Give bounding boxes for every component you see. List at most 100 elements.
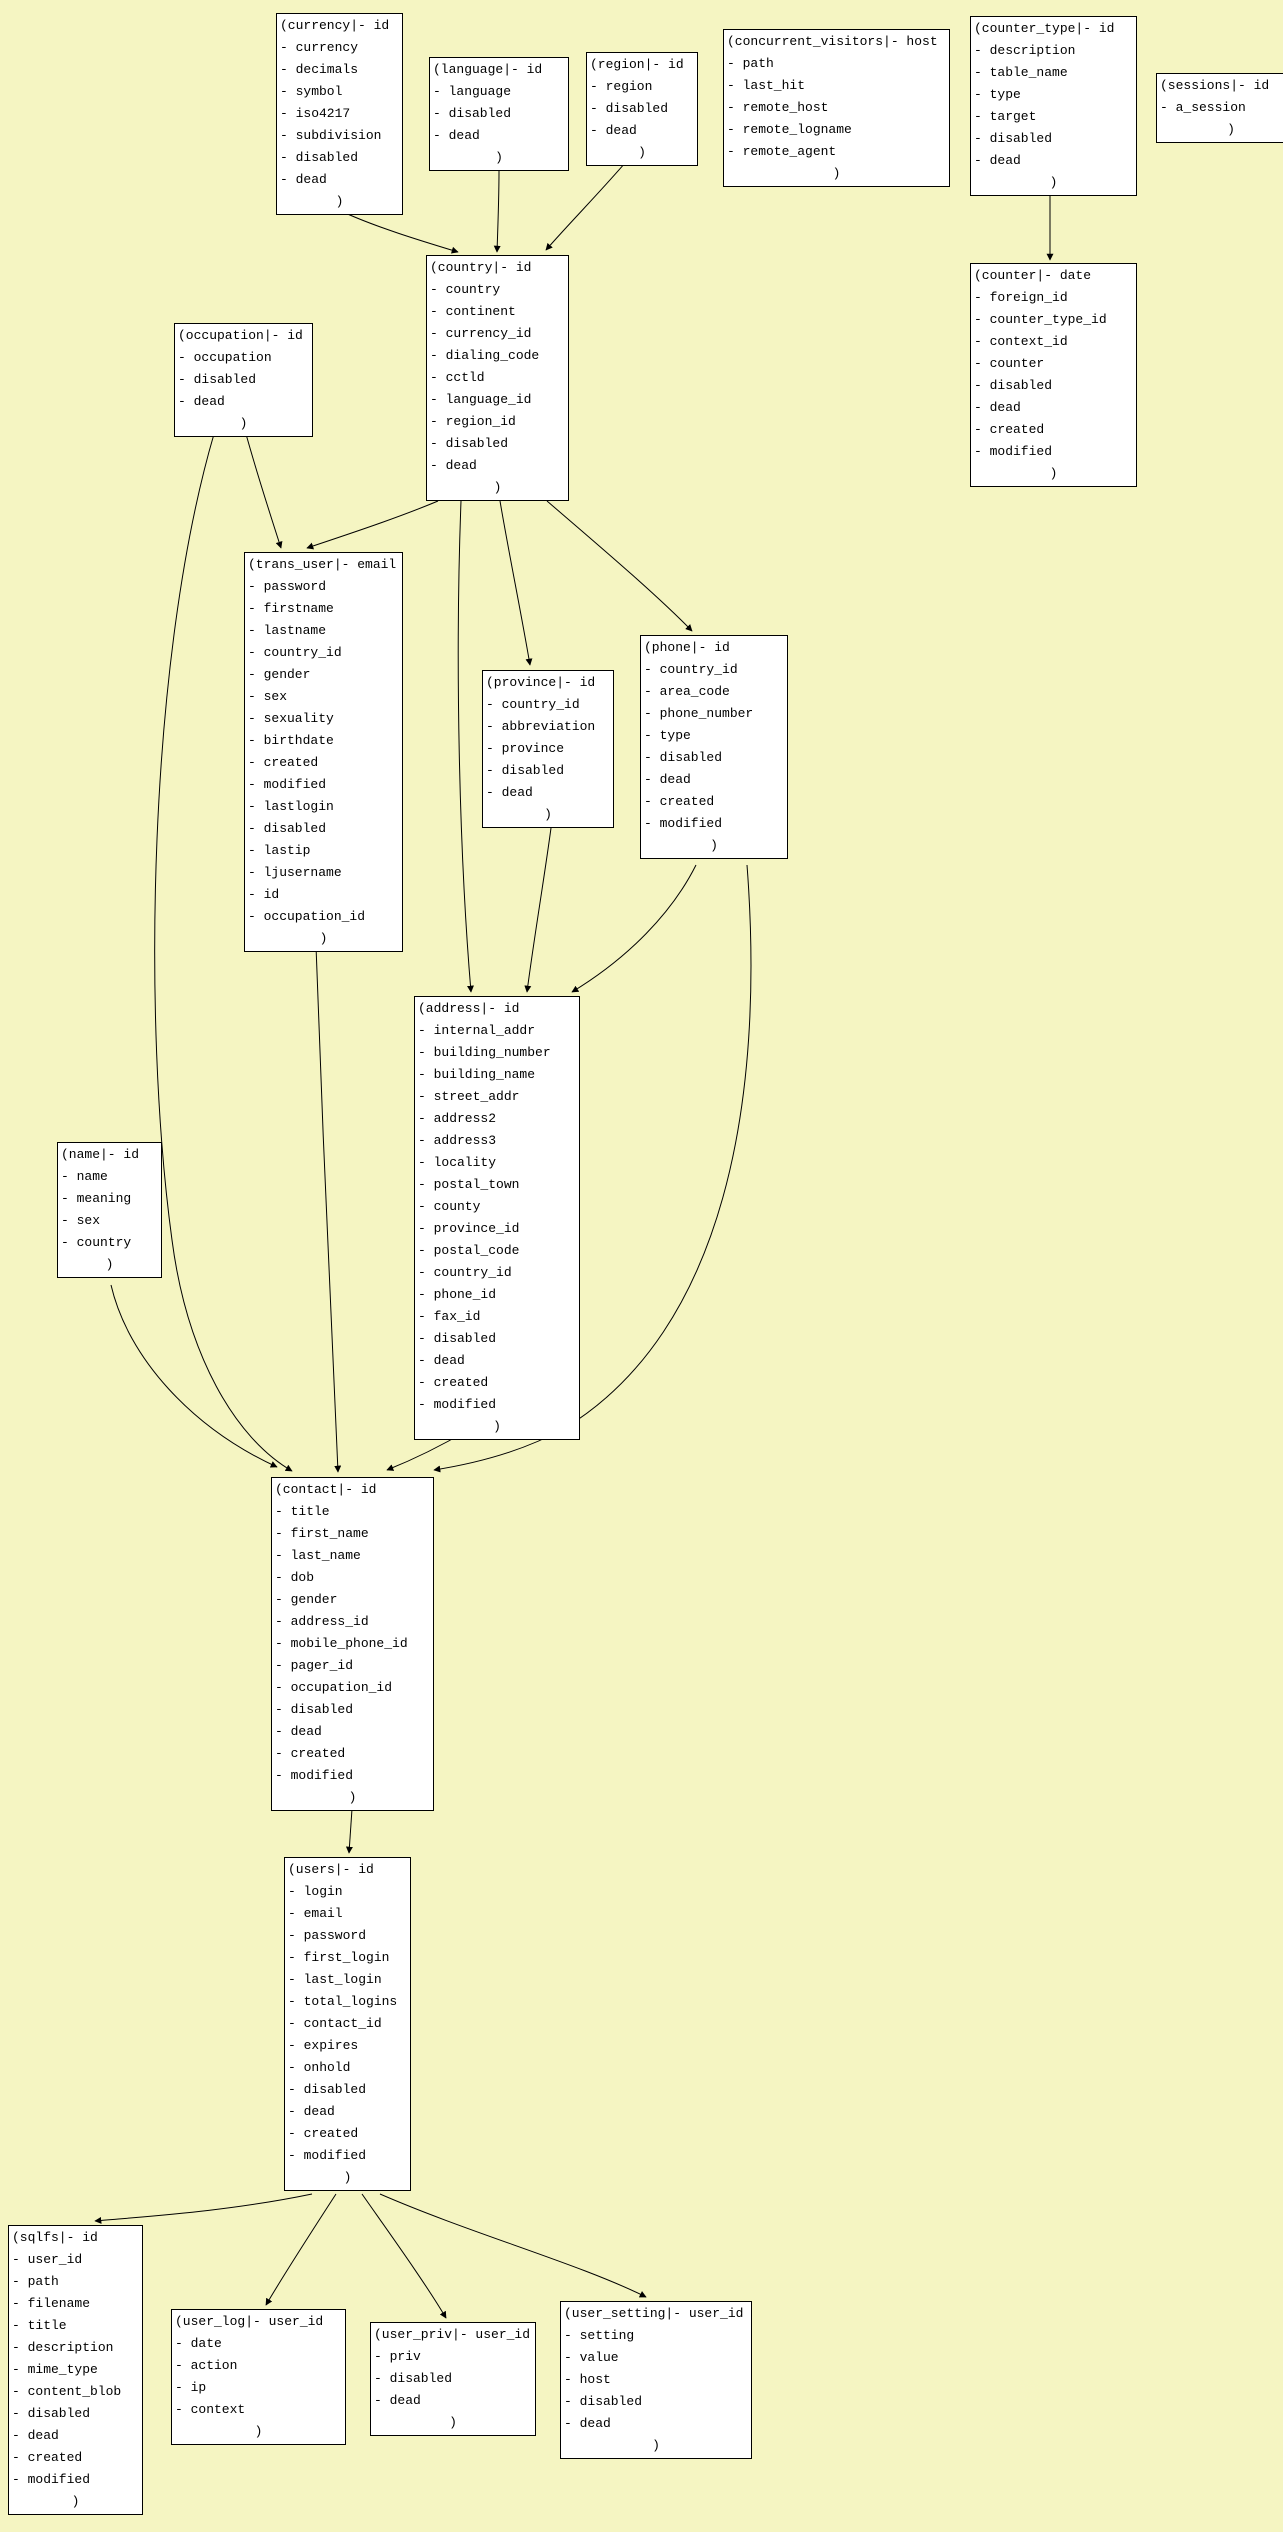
table-field: - internal_addr (418, 1023, 536, 1038)
table-field: - type (974, 87, 1021, 102)
table-close-paren: ) (495, 150, 503, 165)
edge-currency-to-country (340, 210, 459, 254)
table-close-paren: ) (319, 931, 328, 946)
table-field: - path (12, 2274, 59, 2289)
table-close-paren: ) (544, 807, 552, 822)
table-field: - user_id (12, 2252, 83, 2267)
table-field: - county (418, 1199, 481, 1214)
table-close-paren: ) (449, 2415, 457, 2430)
table-field: - disabled (564, 2394, 643, 2409)
table-field: - dead (12, 2428, 59, 2443)
table-field: - dead (974, 400, 1021, 415)
table-field: - province_id (418, 1221, 520, 1236)
table-title-contact: (contact|- id (275, 1482, 377, 1497)
table-field: - dead (280, 172, 327, 187)
table-field: - name (61, 1169, 108, 1184)
table-field: - disabled (280, 150, 359, 165)
table-field: - street_addr (418, 1089, 520, 1104)
edge-occupation-to-contact (154, 433, 293, 1472)
table-field: - id (248, 887, 280, 902)
edge-users-to-user_setting (379, 2193, 647, 2298)
table-title-user_log: (user_log|- user_id (175, 2314, 324, 2329)
table-field: - address3 (418, 1133, 497, 1148)
table-title-name: (name|- id (61, 1147, 140, 1162)
table-field: - area_code (644, 684, 730, 699)
table-field: - country_id (248, 645, 342, 660)
table-title-phone: (phone|- id (644, 640, 730, 655)
table-field: - host (564, 2372, 611, 2387)
table-title-occupation: (occupation|- id (178, 328, 303, 343)
table-field: - dialing_code (430, 348, 540, 363)
edge-trans_user-to-contact (315, 945, 342, 1473)
table-field: - type (644, 728, 691, 743)
table-field: - disabled (418, 1331, 497, 1346)
table-field: - remote_agent (727, 144, 837, 159)
table-field: - symbol (280, 84, 343, 99)
table-field: - disabled (275, 1702, 354, 1717)
table-field: - dead (590, 123, 637, 138)
table-field: - counter_type_id (974, 312, 1107, 327)
table-close-paren: ) (1049, 466, 1058, 481)
table-trans_user: (trans_user|- email- password- firstname… (244, 552, 403, 952)
table-field: - disabled (248, 821, 327, 836)
table-province: (province|- id- country_id- abbreviation… (482, 670, 614, 828)
table-title-counter: (counter|- date (974, 268, 1092, 283)
table-field: - ljusername (248, 865, 342, 880)
table-field: - counter (974, 356, 1045, 371)
table-close-paren: ) (1049, 175, 1058, 190)
table-field: - region (590, 79, 653, 94)
edge-occupation-to-trans_user (245, 433, 283, 549)
table-country: (country|- id- country- continent- curre… (426, 255, 569, 501)
table-field: - created (275, 1746, 346, 1761)
table-close-paren: ) (652, 2438, 660, 2453)
table-field: - login (288, 1884, 343, 1899)
table-field: - dead (644, 772, 691, 787)
table-field: - subdivision (280, 128, 382, 143)
edge-phone-to-address (571, 864, 697, 993)
table-field: - password (288, 1928, 367, 1943)
table-field: - locality (418, 1155, 497, 1170)
table-field: - language (433, 84, 512, 99)
table-field: - dead (288, 2104, 335, 2119)
table-field: - context (175, 2402, 246, 2417)
table-field: - language_id (430, 392, 532, 407)
table-field: - disabled (374, 2371, 453, 2386)
table-field: - modified (418, 1397, 497, 1412)
edge-country-to-province (499, 500, 533, 666)
table-field: - disabled (433, 106, 512, 121)
table-user_log: (user_log|- user_id- date- action- ip- c… (171, 2309, 346, 2445)
table-field: - modified (275, 1768, 354, 1783)
table-field: - disabled (974, 131, 1053, 146)
table-field: - created (12, 2450, 83, 2465)
table-field: - content_blob (12, 2384, 122, 2399)
table-user_priv: (user_priv|- user_id- priv- disabled- de… (370, 2322, 536, 2436)
table-field: - created (248, 755, 319, 770)
table-counter_type: (counter_type|- id- description- table_n… (970, 16, 1137, 196)
table-name: (name|- id- name- meaning- sex- country) (57, 1142, 162, 1278)
table-field: - building_name (418, 1067, 536, 1082)
table-title-province: (province|- id (486, 675, 596, 690)
edge-language-to-country (493, 170, 501, 253)
table-field: - occupation (178, 350, 272, 365)
table-field: - modified (12, 2472, 91, 2487)
table-language: (language|- id- language- disabled- dead… (429, 57, 569, 171)
table-field: - gender (275, 1592, 338, 1607)
table-title-country: (country|- id (430, 260, 532, 275)
table-occupation: (occupation|- id- occupation- disabled- … (174, 323, 313, 437)
table-field: - path (727, 56, 774, 71)
table-field: - meaning (61, 1191, 132, 1206)
table-field: - expires (288, 2038, 359, 2053)
table-field: - decimals (280, 62, 359, 77)
table-sqlfs: (sqlfs|- id- user_id- path- filename- ti… (8, 2225, 143, 2515)
table-field: - cctld (430, 370, 485, 385)
table-field: - pager_id (275, 1658, 354, 1673)
table-field: - disabled (288, 2082, 367, 2097)
table-field: - continent (430, 304, 516, 319)
table-sessions: (sessions|- id- a_session) (1156, 73, 1283, 143)
table-field: - last_name (275, 1548, 361, 1563)
table-field: - setting (564, 2328, 635, 2343)
table-field: - title (12, 2318, 67, 2333)
table-field: - remote_logname (727, 122, 852, 137)
table-field: - dead (374, 2393, 421, 2408)
table-address: (address|- id- internal_addr- building_n… (414, 996, 580, 1440)
